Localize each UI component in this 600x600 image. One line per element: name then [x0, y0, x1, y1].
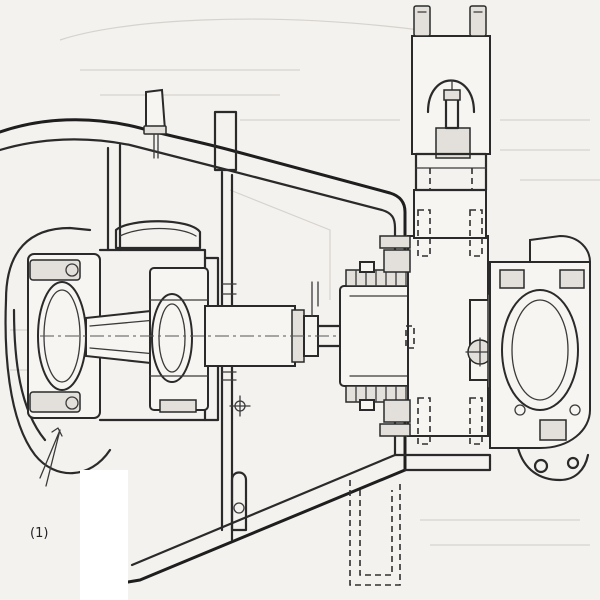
- connecting-rod: [85, 220, 202, 366]
- blank-patch: [80, 470, 128, 600]
- frame-outline: [0, 118, 492, 584]
- callout-1-label: (1): [30, 526, 48, 541]
- end-cover: [489, 234, 592, 482]
- piston-rod: [40, 281, 500, 417]
- callout-1-group: (1): [30, 427, 63, 541]
- oil-cup: [143, 88, 238, 172]
- crosshead: [149, 256, 220, 422]
- drain-pipe: [230, 471, 401, 586]
- stuffing-box: [339, 261, 419, 411]
- valve-assembly: [411, 5, 491, 192]
- background-ghost-lines: [10, 18, 600, 546]
